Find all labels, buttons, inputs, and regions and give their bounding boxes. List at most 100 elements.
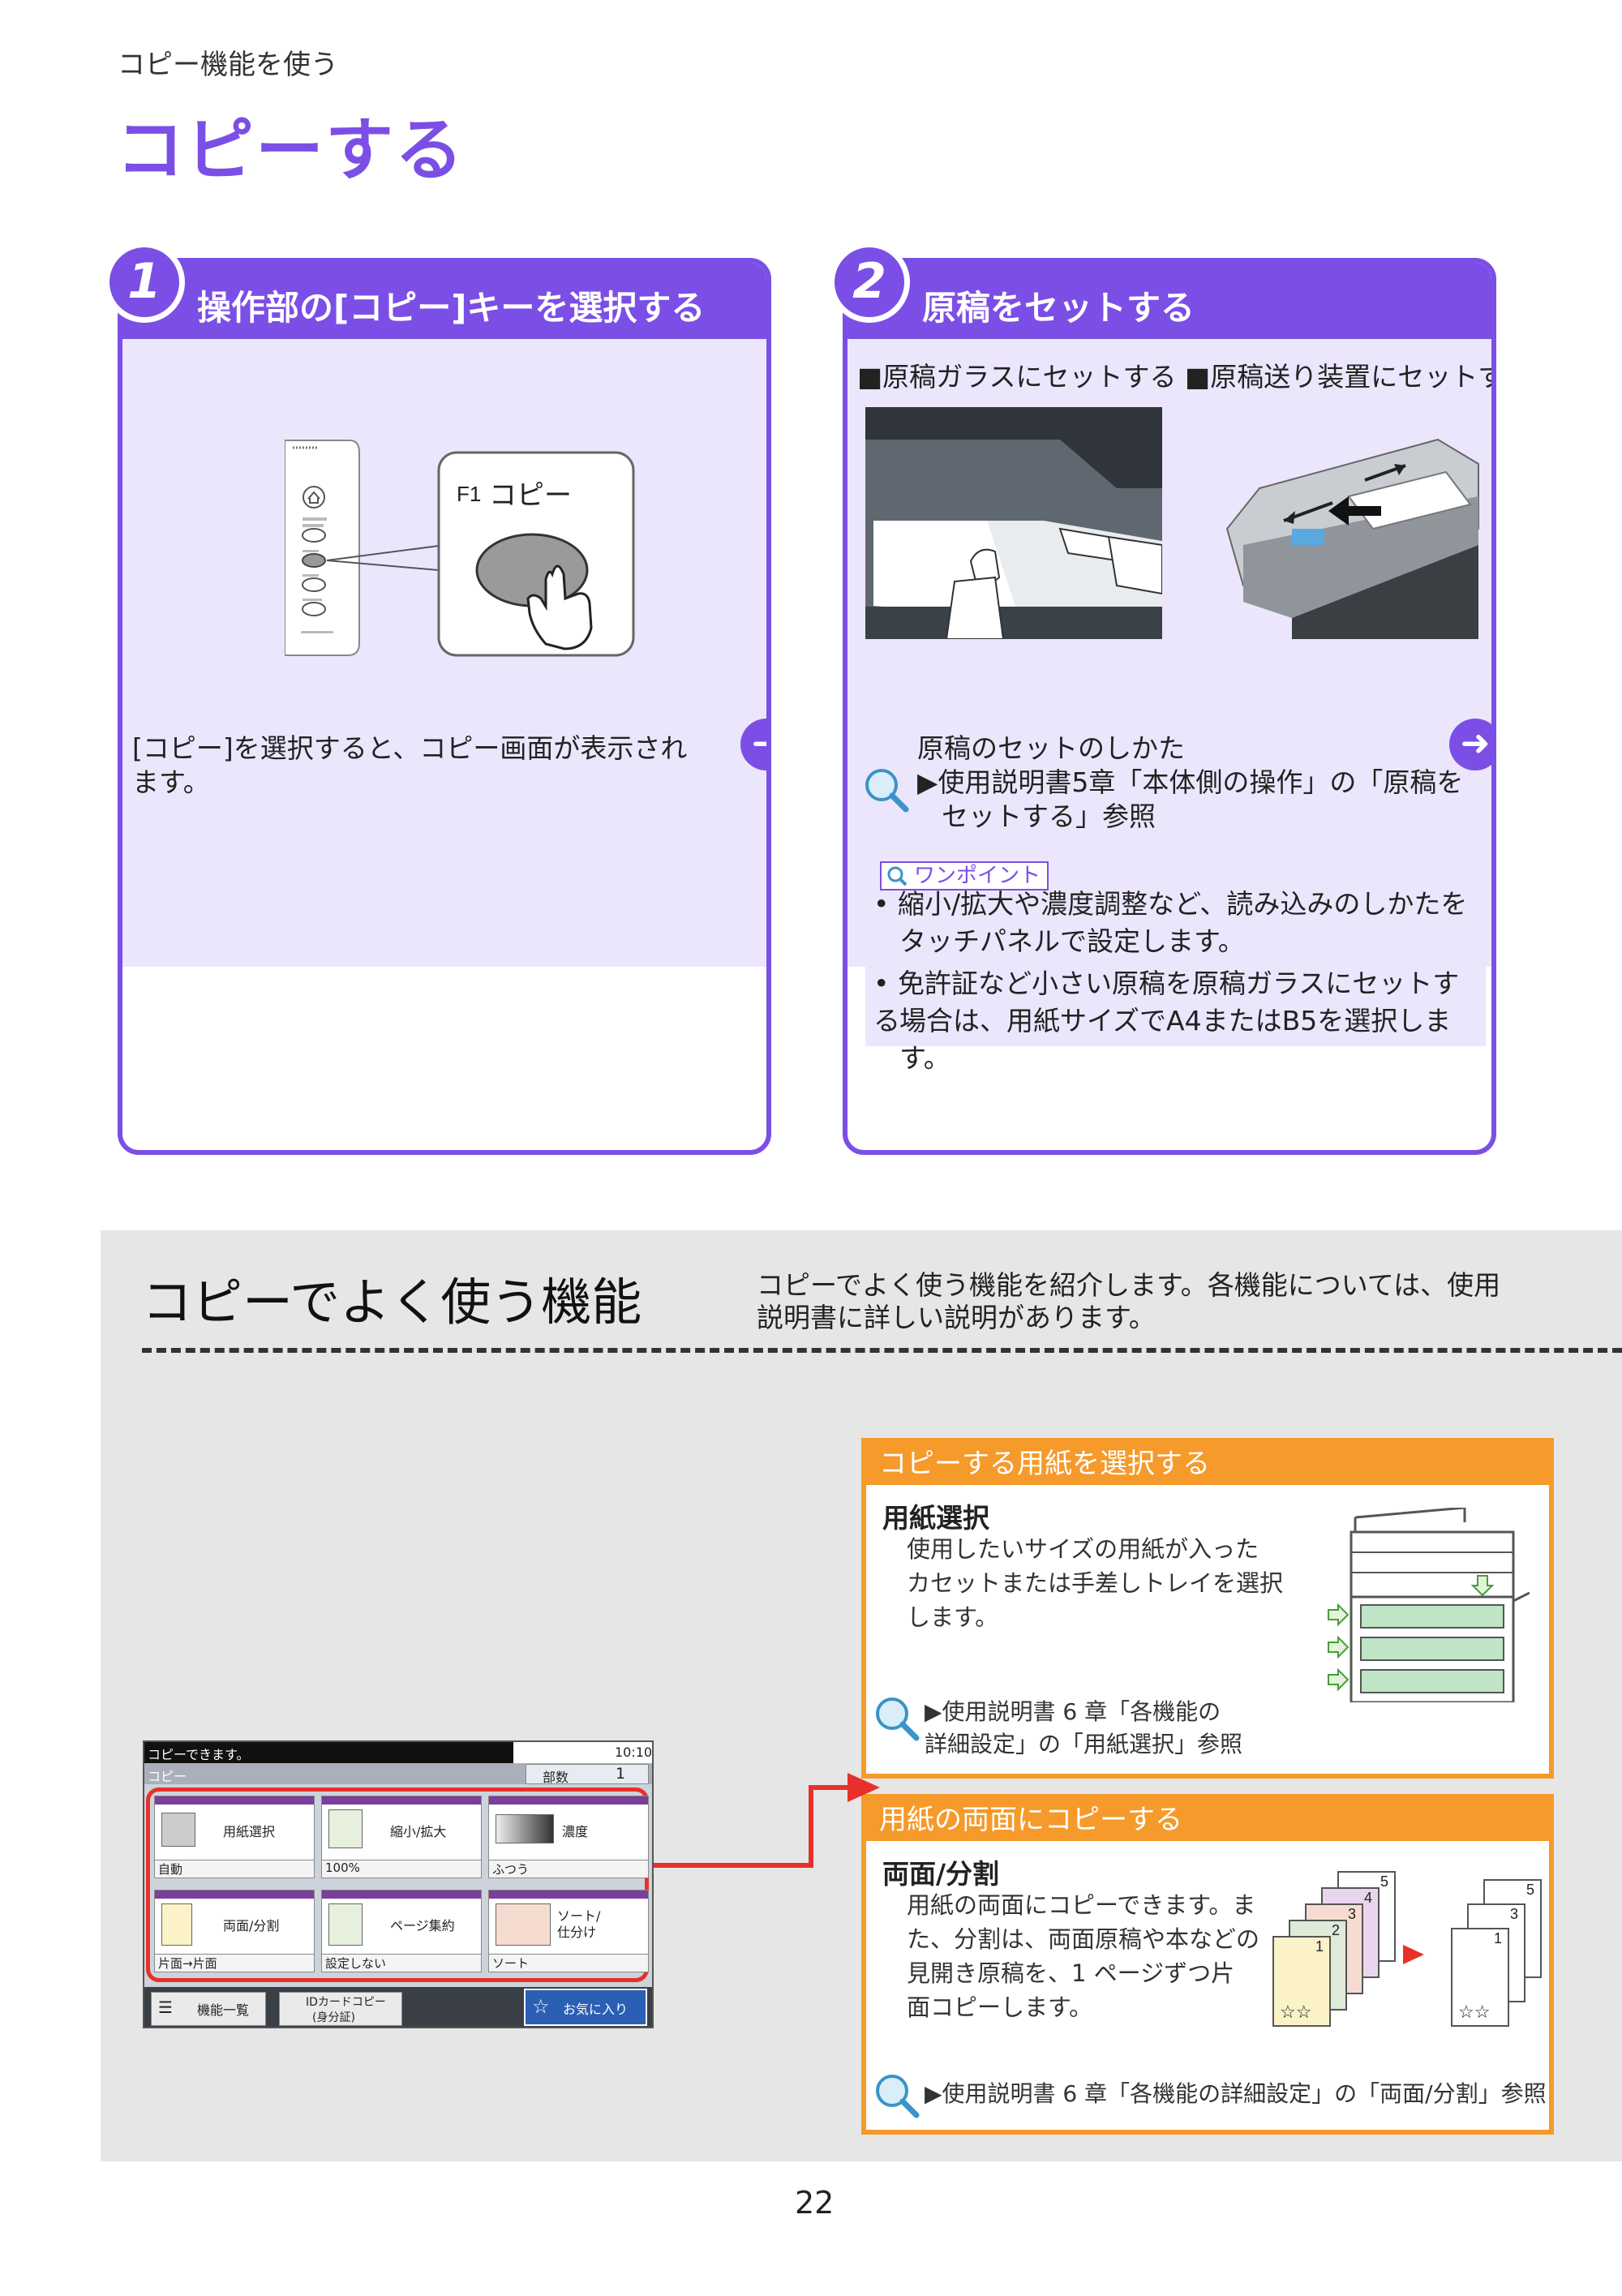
onepoint-magnifier-icon xyxy=(887,866,908,886)
paper-text-line2: カセットまたは手差しトレイを選択 xyxy=(907,1569,1284,1597)
section-title: コピーでよく使う機能 xyxy=(142,1272,642,1332)
onepoint-text: ワンポイント xyxy=(914,864,1041,888)
screen-btn-label: 縮小/拡大 xyxy=(390,1824,447,1839)
screen-button-combine[interactable]: ページ集約 設定しない xyxy=(321,1890,482,1972)
sub-glass-label: ■原稿ガラスにセットする xyxy=(857,361,1177,393)
duplex-pages-illustration: 5 4 3 2 1 ☆☆ 5 3 1 ☆☆ xyxy=(1272,1871,1542,2027)
svg-text:コピー: コピー xyxy=(489,479,572,512)
paper-text-line3: します。 xyxy=(907,1603,999,1631)
paper-ref-line1: ▶使用説明書 6 章「各機能の xyxy=(925,1698,1221,1725)
screen-btn-value: ソート xyxy=(489,1954,648,1972)
next-arrow-icon: ➜ xyxy=(1449,719,1491,770)
copy-touch-screen: コピーできます。 10:10 コピー 部数 1 用紙選択 自動 縮小/拡大 10… xyxy=(143,1740,654,2028)
paper-text-line1: 使用したいサイズの用紙が入った xyxy=(907,1535,1259,1563)
screen-btn-value: ふつう xyxy=(489,1860,648,1878)
bullet1-line2: タッチパネルで設定します。 xyxy=(899,925,1245,957)
section-description: コピーでよく使う機能を紹介します。各機能については、使用 説明書に詳しい説明があ… xyxy=(757,1269,1576,1334)
svg-text:5: 5 xyxy=(1526,1882,1534,1898)
copies-label: 部数 xyxy=(543,1770,569,1785)
step-1-text-line2: ます。 xyxy=(132,766,210,798)
platen-glass-illustration xyxy=(865,407,1162,639)
paper-select-heading: コピーする用紙を選択する xyxy=(866,1443,1549,1485)
step-1-illustration-area: F1 コピー xyxy=(122,339,766,967)
svg-text:3: 3 xyxy=(1348,1906,1356,1922)
list-icon: ☰ xyxy=(158,1998,173,2017)
favorites-label: お気に入り xyxy=(563,2002,629,2017)
duplex-icon xyxy=(161,1903,192,1946)
favorites-button[interactable]: ☆ お気に入り xyxy=(524,1989,647,2026)
svg-text:1: 1 xyxy=(1315,1938,1324,1955)
step-1-text-line1: [コピー]を選択すると、コピー画面が表示され xyxy=(132,732,688,764)
ref-line2: セットする」参照 xyxy=(942,800,1156,832)
magnifier-icon xyxy=(876,2075,920,2118)
highlight-frame xyxy=(146,1787,649,1982)
zoom-icon xyxy=(328,1809,363,1848)
duplex-text-line1: 用紙の両面にコピーできます。ま xyxy=(907,1891,1256,1919)
svg-text:☆☆: ☆☆ xyxy=(1458,2002,1490,2022)
ref-line1: ▶使用説明書5章「本体側の操作」の「原稿を xyxy=(917,766,1464,798)
magnifier-icon xyxy=(876,1697,920,1741)
page-number: 22 xyxy=(795,2185,835,2221)
svg-text:F1: F1 xyxy=(457,482,481,506)
step-2-box: 原稿をセットする ■原稿ガラスにセットする ■原稿送り装置にセットする xyxy=(843,258,1496,1155)
control-panel-illustration: F1 コピー xyxy=(285,436,642,663)
screen-button-duplex[interactable]: 両面/分割 片面→片面 xyxy=(154,1890,315,1972)
breadcrumb: コピー機能を使う xyxy=(118,49,338,81)
ref-title: 原稿のセットのしかた xyxy=(917,732,1185,764)
id-card-line2: (身分証) xyxy=(312,2011,355,2024)
screen-mode: コピー xyxy=(148,1769,187,1784)
screen-button-paper[interactable]: 用紙選択 自動 xyxy=(154,1796,315,1878)
copies-value: 1 xyxy=(616,1765,626,1783)
duplex-text-line3: 見開き原稿を、1 ページずつ片 xyxy=(907,1959,1235,1987)
star-icon: ☆ xyxy=(532,1995,550,2018)
connector-arrow xyxy=(649,1773,880,1868)
screen-btn-value: 設定しない xyxy=(322,1954,481,1972)
function-list-label: 機能一覧 xyxy=(197,2002,250,2018)
duplex-text-line4: 面コピーします。 xyxy=(907,1993,1093,2021)
duplex-heading: 用紙の両面にコピーする xyxy=(866,1799,1549,1841)
step-2-header: 原稿をセットする xyxy=(847,263,1491,339)
function-list-button[interactable]: ☰ 機能一覧 xyxy=(151,1992,266,2026)
step-1-box: 操作部の[コピー]キーを選択する F1 コピー xyxy=(118,258,771,1155)
onepoint-box: ワンポイント • 縮小/拡大や濃度調整など、読み込みのしかたを タッチパネルで設… xyxy=(865,850,1486,1074)
id-card-line1: IDカードコピー xyxy=(306,1996,386,2009)
section-desc-line1: コピーでよく使う機能を紹介します。各機能については、使用 xyxy=(757,1269,1501,1301)
svg-text:2: 2 xyxy=(1332,1922,1340,1938)
svg-text:1: 1 xyxy=(1494,1930,1502,1946)
svg-text:3: 3 xyxy=(1510,1906,1518,1922)
svg-text:☆☆: ☆☆ xyxy=(1280,2002,1311,2022)
screen-button-density[interactable]: 濃度 ふつう xyxy=(488,1796,649,1878)
duplex-text-line2: た、分割は、両面原稿や本などの xyxy=(907,1925,1260,1953)
step-1-number: 1 xyxy=(104,242,185,323)
combine-icon xyxy=(328,1903,363,1946)
screen-btn-label: 両面/分割 xyxy=(223,1918,280,1933)
page-title: コピーする xyxy=(116,110,466,190)
svg-text:5: 5 xyxy=(1380,1873,1388,1890)
svg-text:4: 4 xyxy=(1364,1890,1372,1906)
screen-btn-value: 100% xyxy=(322,1860,481,1878)
screen-btn-value: 自動 xyxy=(155,1860,314,1878)
screen-btn-label: ページ集約 xyxy=(390,1918,455,1933)
id-card-copy-button[interactable]: IDカードコピー (身分証) xyxy=(279,1992,402,2026)
onepoint-label: ワンポイント xyxy=(880,861,1049,891)
duplex-subtitle: 両面/分割 xyxy=(882,1858,1000,1890)
paper-icon xyxy=(161,1813,195,1847)
paper-select-subtitle: 用紙選択 xyxy=(882,1502,989,1534)
bullet2-line2: 場合は、用紙サイズでA4またはB5を選択します。 xyxy=(899,1005,1452,1074)
density-icon xyxy=(496,1814,554,1843)
screen-btn-label: 濃度 xyxy=(562,1824,589,1839)
section-desc-line2: 説明書に詳しい説明があります。 xyxy=(757,1302,1156,1333)
screen-button-sort[interactable]: ソート/ 仕分け ソート xyxy=(488,1890,649,1972)
sub-feeder-label: ■原稿送り装置にセットする xyxy=(1185,361,1491,393)
printer-cassette-illustration xyxy=(1328,1508,1530,1702)
step-1-heading: 操作部の[コピー]キーを選択する xyxy=(197,288,706,328)
screen-button-zoom[interactable]: 縮小/拡大 100% xyxy=(321,1796,482,1878)
dotted-divider xyxy=(142,1348,1622,1353)
paper-ref-line2: 詳細設定」の「用紙選択」参照 xyxy=(925,1731,1243,1757)
screen-time: 10:10 xyxy=(615,1745,653,1760)
screen-btn-label: 用紙選択 xyxy=(223,1824,276,1839)
duplex-box: 用紙の両面にコピーする 両面/分割 用紙の両面にコピーできます。ま た、分割は、… xyxy=(861,1794,1554,2135)
step-1-header: 操作部の[コピー]キーを選択する xyxy=(122,263,766,339)
document-feeder-illustration xyxy=(1195,407,1491,639)
sort-icon xyxy=(496,1903,551,1946)
